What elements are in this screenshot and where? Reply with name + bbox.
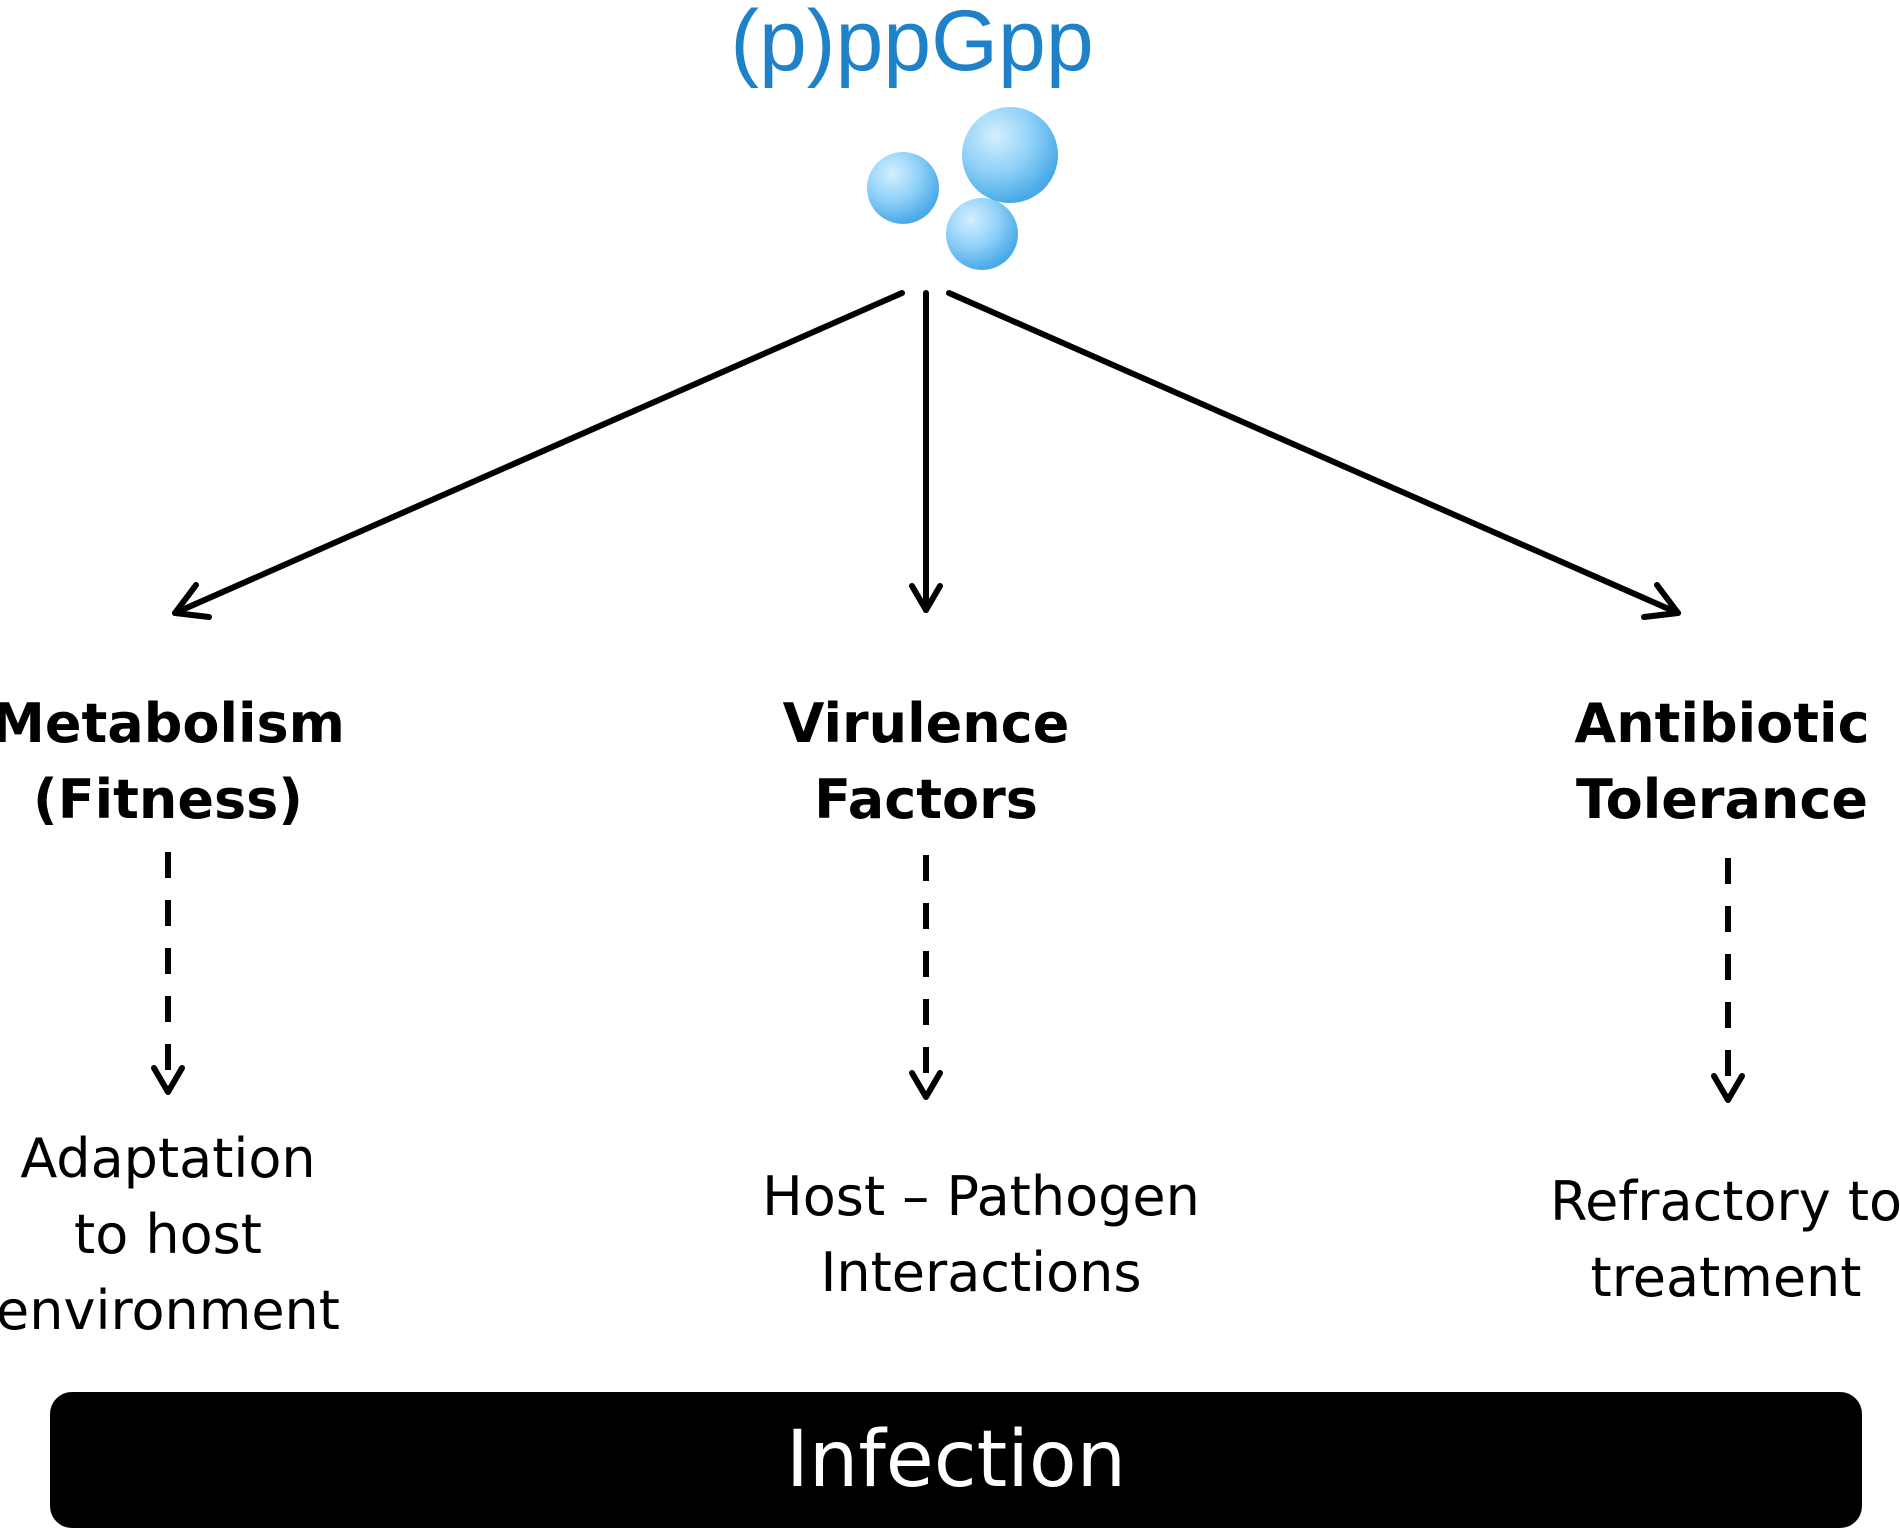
outcome-line: Interactions	[820, 1241, 1142, 1304]
arrow-to-antibiotic	[946, 290, 1681, 616]
category-line: Factors	[814, 768, 1038, 831]
category-line: Antibiotic	[1574, 692, 1870, 755]
outcome-line: to host	[74, 1203, 262, 1266]
dashed-head-virulence	[909, 1070, 943, 1100]
arrow-head-antibiotic	[1641, 582, 1681, 620]
infection-label: Infection	[785, 1415, 1127, 1505]
arrow-head-metabolism	[172, 582, 212, 620]
outcome-line: Refractory to	[1549, 1170, 1900, 1233]
infection-bar: Infection	[50, 1392, 1862, 1528]
arrow-head-virulence	[909, 583, 943, 613]
category-line: Tolerance	[1575, 768, 1869, 831]
outcome-adaptation: Adaptation to host environment	[0, 1121, 340, 1349]
solid-arrows	[172, 290, 1681, 620]
molecule-icon	[867, 107, 1058, 270]
outcome-line: Adaptation	[20, 1127, 316, 1190]
category-antibiotic: Antibiotic Tolerance	[1574, 686, 1869, 838]
outcome-line: environment	[0, 1279, 340, 1342]
outcome-line: treatment	[1590, 1246, 1862, 1309]
category-line: (Fitness)	[33, 768, 303, 831]
outcome-host-pathogen: Host – Pathogen Interactions	[762, 1159, 1200, 1311]
category-metabolism: Metabolism (Fitness)	[0, 686, 345, 838]
outcome-refractory: Refractory to treatment	[1550, 1164, 1900, 1316]
category-line: Virulence	[782, 692, 1070, 755]
molecule-sphere-left	[867, 152, 939, 224]
dashed-head-metabolism	[151, 1065, 185, 1095]
arrow-to-metabolism	[172, 290, 905, 616]
category-virulence: Virulence Factors	[783, 686, 1070, 838]
category-line: Metabolism	[0, 692, 345, 755]
molecule-sphere-large	[962, 107, 1058, 203]
diagram-title: (p)ppGpp	[730, 0, 1094, 89]
outcome-line: Host – Pathogen	[762, 1165, 1200, 1228]
dashed-head-antibiotic	[1711, 1073, 1745, 1103]
molecule-sphere-bottom	[946, 198, 1018, 270]
dashed-arrows	[151, 852, 1745, 1103]
